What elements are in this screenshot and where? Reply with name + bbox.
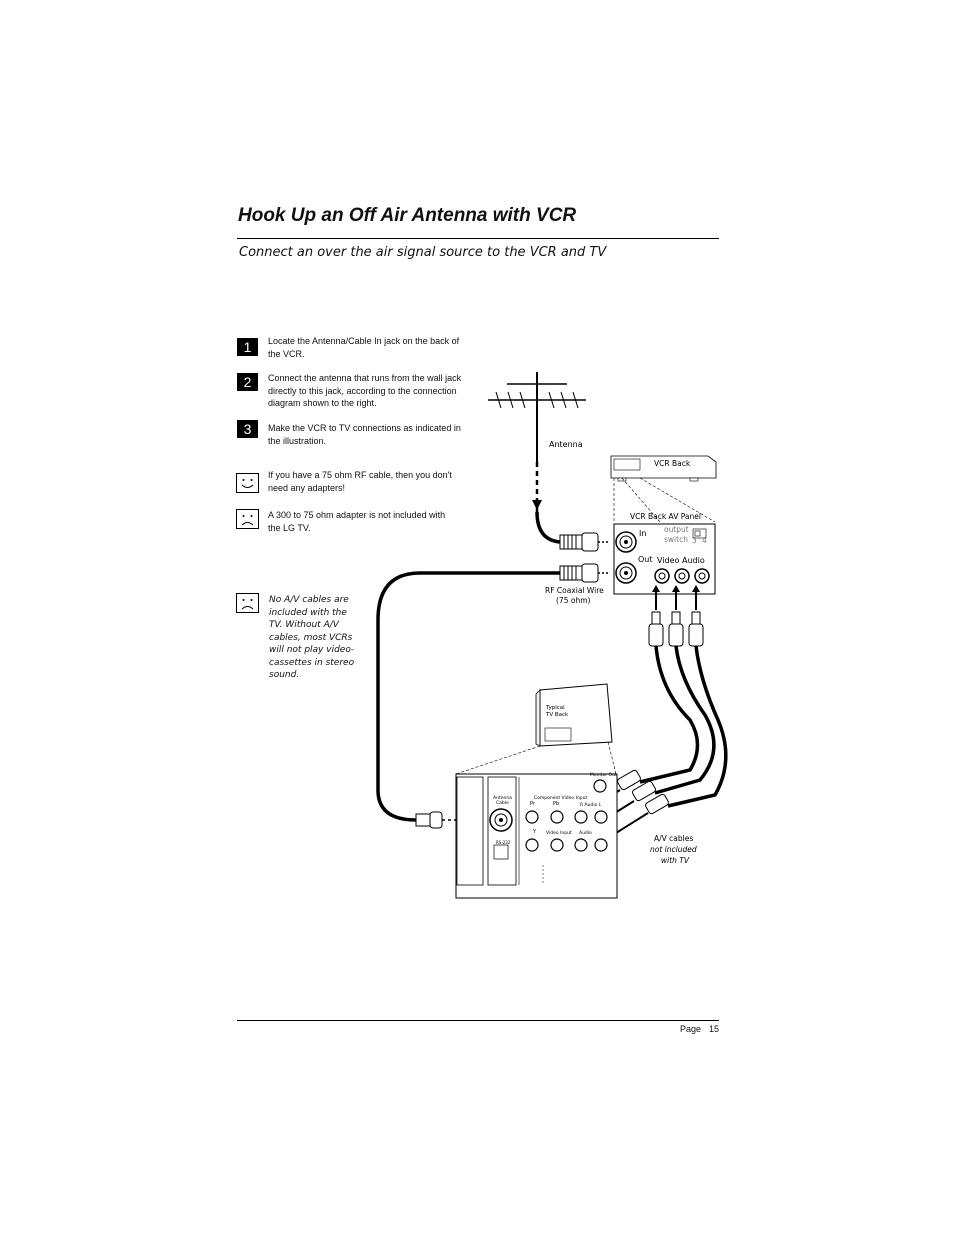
step-2-text: Connect the antenna that runs from the w…: [268, 373, 462, 408]
step-2-badge: 2: [237, 373, 258, 391]
typical-tv-label-1: Typical: [545, 705, 565, 711]
r-audio-l-label: R Audio L: [580, 802, 602, 808]
rs232-label: RS-232: [496, 840, 511, 845]
vcr-in-label: In: [639, 529, 646, 538]
channel-3-label: 3: [692, 536, 697, 545]
footer-rule: [237, 1020, 719, 1021]
audio-input-label: Audio: [579, 830, 592, 836]
coax-connector-out: [559, 563, 610, 583]
vcr-audio-label: Audio: [682, 556, 705, 565]
vcr-video-label: Video: [657, 556, 680, 565]
step-1-badge: 1: [237, 338, 258, 356]
pr-label: Pr: [530, 801, 536, 807]
rf-wire-label-1: RF Coaxial Wire: [545, 586, 604, 595]
vcr-back-icon: [610, 455, 717, 482]
antenna-label: Antenna: [549, 440, 583, 449]
step-3-badge: 3: [237, 420, 258, 438]
antenna-icon: [488, 372, 586, 462]
tv-input-panel: [455, 773, 618, 899]
sad-face-icon: [236, 509, 259, 529]
sad-face-icon: [236, 593, 259, 613]
pb-label: Pb: [553, 801, 559, 807]
vcr-plug-arrows: [652, 585, 700, 610]
title-rule: [237, 238, 719, 239]
page-subtitle: Connect an over the air signal source to…: [239, 245, 607, 260]
note-1-text: If you have a 75 ohm RF cable, then you …: [268, 470, 452, 493]
step-1-text: Locate the Antenna/Cable In jack on the …: [268, 336, 460, 359]
av-cables-label-3: with TV: [661, 856, 690, 865]
vcr-av-panel-label: VCR Back AV Panel: [630, 512, 701, 521]
note-2-text: A 300 to 75 ohm adapter is not included …: [268, 510, 446, 533]
monitor-out-label: Monitor Out: [590, 772, 617, 778]
output-switch-label-2: switch: [664, 535, 688, 544]
rca-plugs-top: [648, 611, 704, 647]
channel-4-label: 4: [702, 536, 707, 545]
coax-connector-in: [559, 532, 610, 552]
vcr-back-label: VCR Back: [654, 459, 691, 468]
page-number-value: 15: [709, 1024, 720, 1034]
step-3-text: Make the VCR to TV connections as indica…: [268, 423, 461, 446]
av-cables-label-2: not included: [650, 845, 697, 854]
y-label: Y: [532, 829, 537, 835]
rca-plugs-bottom: [617, 769, 669, 815]
page-number: Page 15: [680, 1024, 719, 1034]
video-input-label: Video Input: [546, 830, 572, 836]
vcr-out-label: Out: [638, 555, 653, 564]
component-video-label: Component Video Input: [534, 795, 587, 801]
happy-face-icon: [236, 473, 259, 493]
note-3-text: No A/V cables are included with the TV. …: [269, 595, 355, 680]
antenna-cable-label-2: Cable: [496, 800, 509, 806]
vcr-av-panel: [613, 523, 716, 595]
output-switch-label-1: output: [664, 525, 689, 534]
page-title: Hook Up an Off Air Antenna with VCR: [238, 205, 577, 226]
antenna-cable-label-1: Antenna: [493, 795, 512, 801]
av-cables-label-1: A/V cables: [654, 834, 693, 843]
rf-wire-label-2: (75 ohm): [556, 596, 591, 605]
tv-back-icon: [535, 683, 613, 747]
page-label: Page: [680, 1024, 702, 1034]
typical-tv-label-2: TV Back: [545, 712, 569, 718]
